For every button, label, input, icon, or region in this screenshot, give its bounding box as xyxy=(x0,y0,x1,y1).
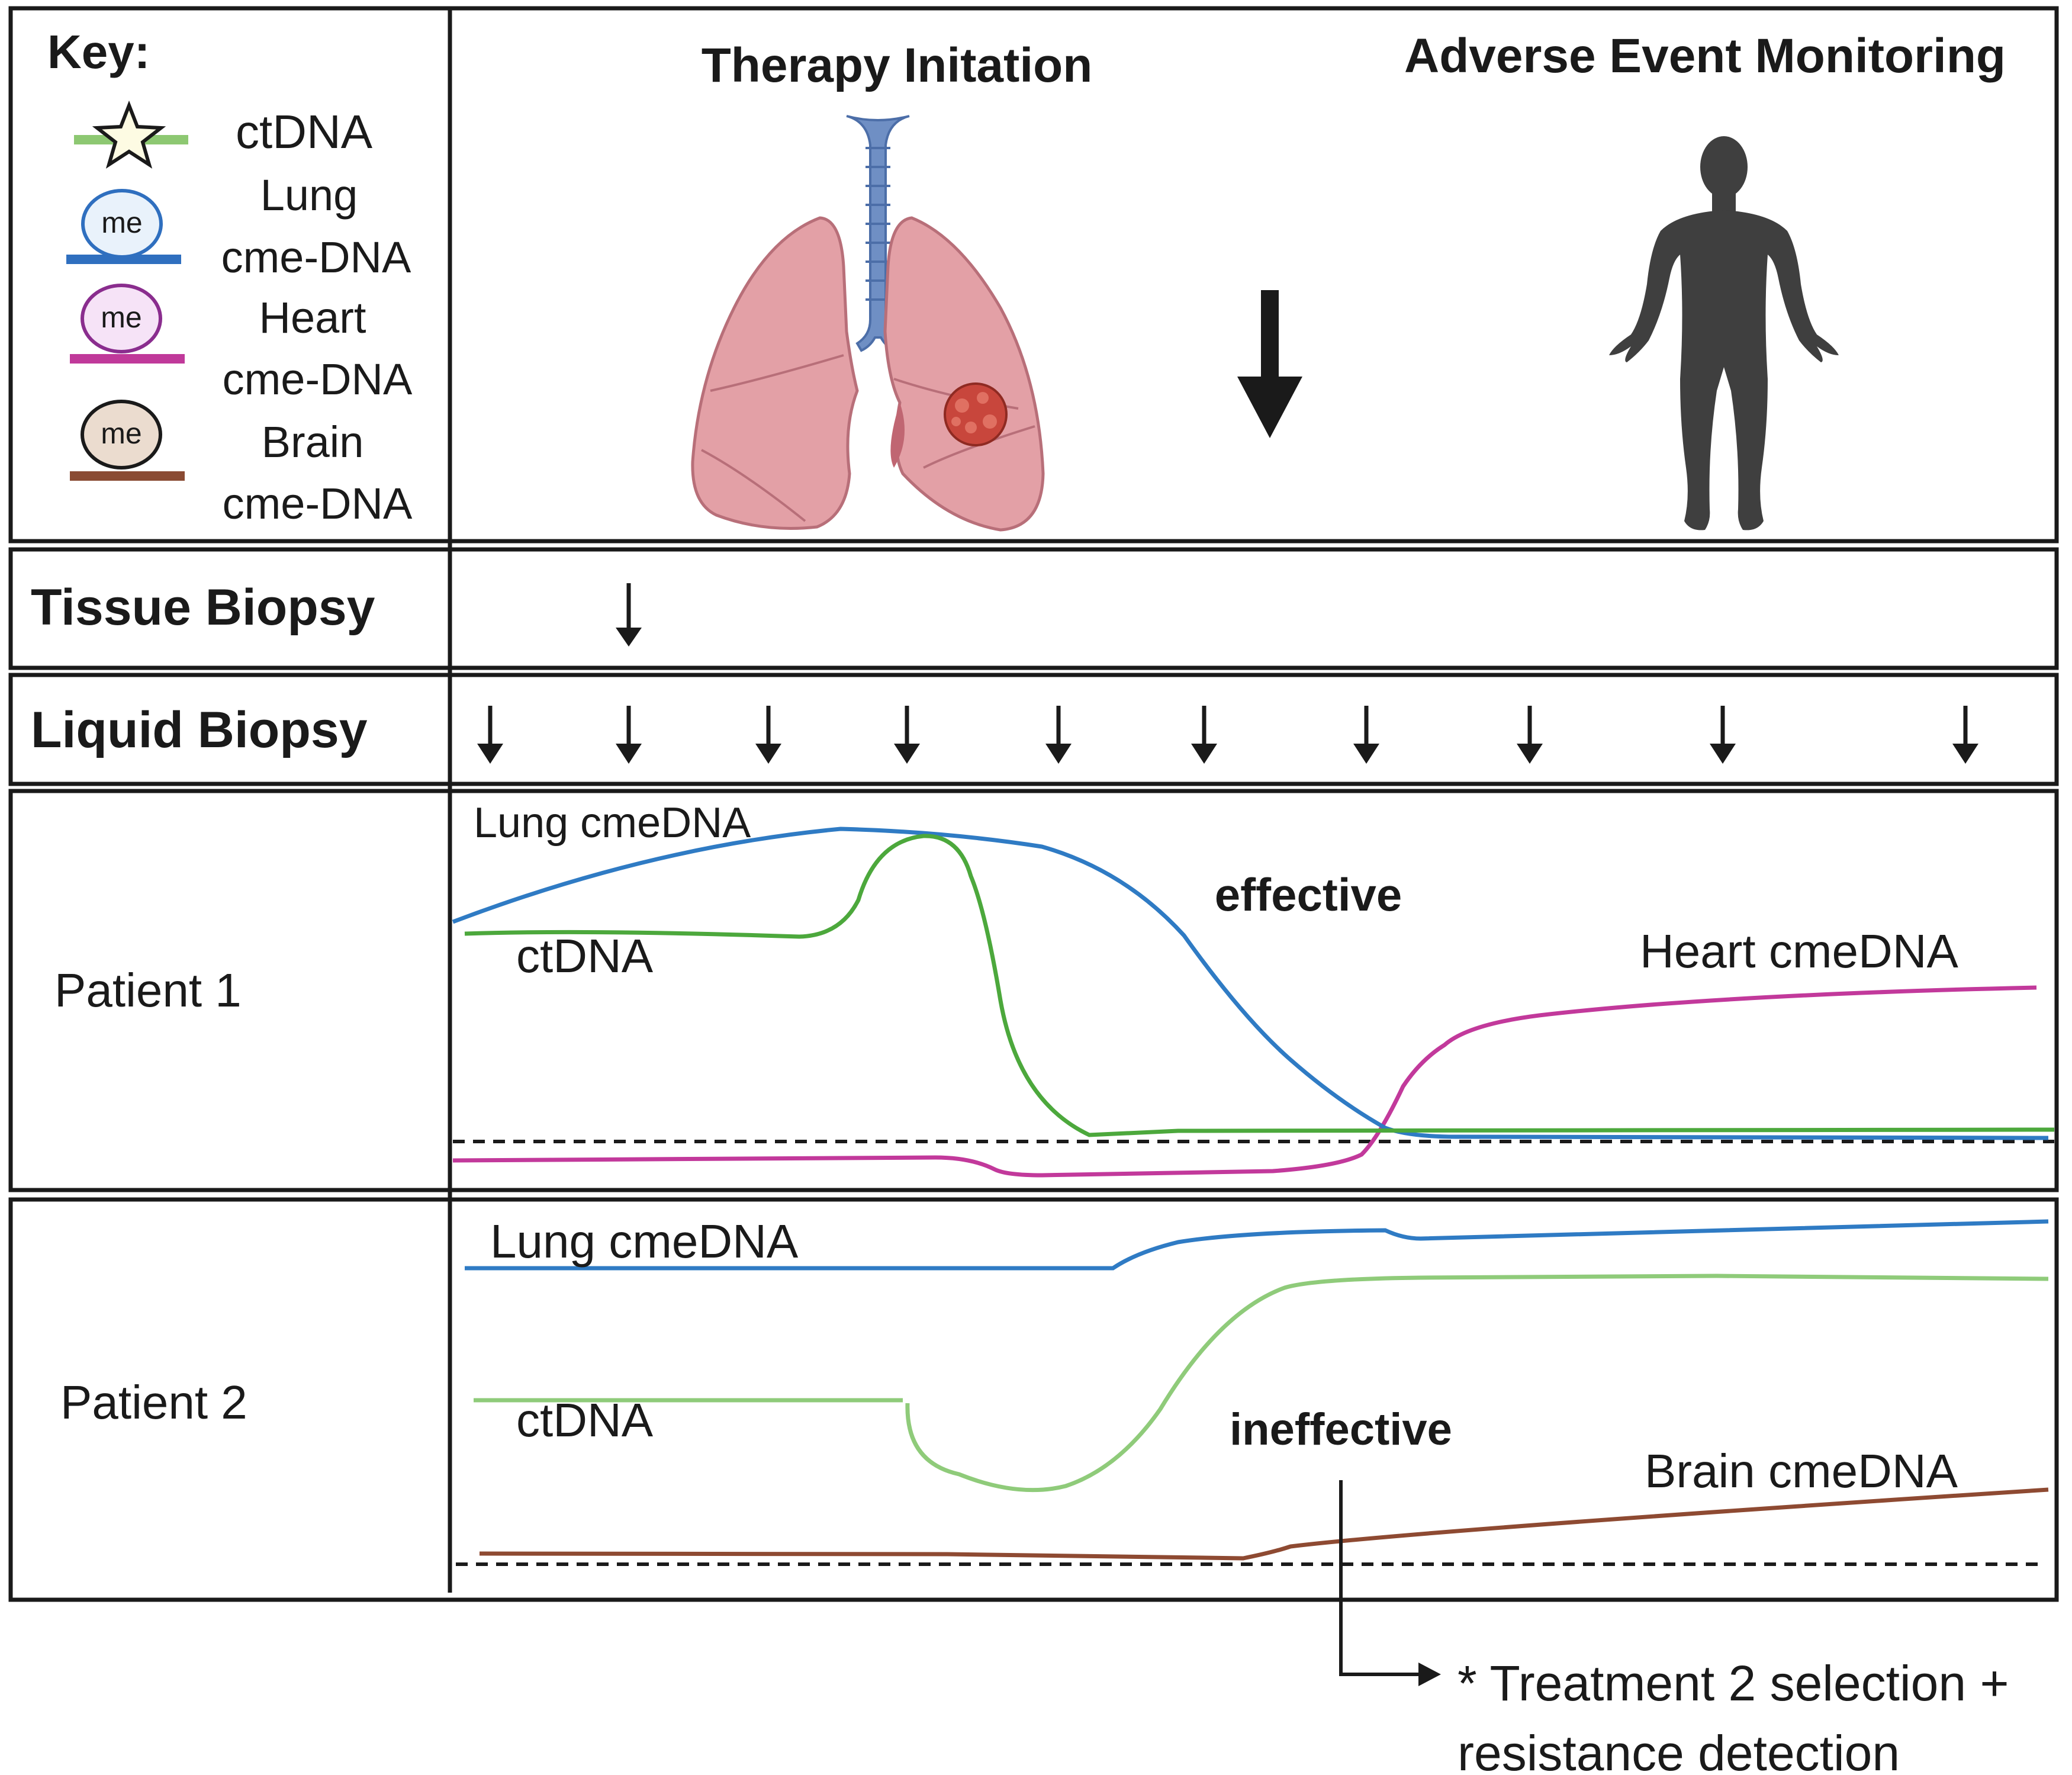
key-item-ctdna: ctDNA xyxy=(74,100,373,169)
heart-methylation-icon xyxy=(81,284,162,353)
key-label-heart-2: cme-DNA xyxy=(223,355,413,404)
key-title: Key: xyxy=(47,25,150,78)
key-label-brain-2: cme-DNA xyxy=(223,479,413,528)
tissue-biopsy-row-frame xyxy=(8,547,2059,670)
p2-outcome-label: ineffective xyxy=(1230,1404,1452,1455)
p1-lung-curve xyxy=(452,827,2049,1140)
p2-lung-curve xyxy=(465,1219,2049,1271)
liquid-biopsy-arrow xyxy=(1353,706,1379,764)
grid-frames xyxy=(8,6,2059,1602)
liquid-biopsy-label: Liquid Biopsy xyxy=(31,702,368,758)
p2-lung-label: Lung cmeDNA xyxy=(490,1215,799,1268)
patient1-label: Patient 1 xyxy=(54,964,242,1017)
key-label-lung-2: cme-DNA xyxy=(221,233,411,282)
brain-badge: me xyxy=(101,417,141,450)
lungs-with-tumor-icon xyxy=(691,115,1045,532)
liquid-biopsy-arrow xyxy=(894,706,920,764)
left-lung xyxy=(691,216,859,530)
patient2-row-frame xyxy=(8,1197,2059,1602)
connector-arrowhead xyxy=(1418,1663,1441,1686)
p2-brain-label: Brain cmeDNA xyxy=(1645,1445,1958,1497)
p2-brain-curve xyxy=(479,1487,2049,1561)
key-label-heart-1: Heart xyxy=(259,293,366,342)
lung-badge: me xyxy=(101,206,142,239)
liquid-biopsy-arrow xyxy=(755,706,781,764)
star-icon xyxy=(92,100,166,169)
human-silhouette-icon xyxy=(1609,136,1839,530)
liquid-biopsy-row-frame xyxy=(8,673,2059,786)
liquid-biopsy-arrow xyxy=(1191,706,1217,764)
top-panel-frame xyxy=(8,6,2059,544)
p1-heart-curve xyxy=(452,985,2037,1178)
key-item-brain: me Brain cme-DNA xyxy=(70,400,413,528)
patient2-plot: Lung cmeDNA ctDNA ineffective Brain cmeD… xyxy=(456,1215,2049,1566)
liquid-biopsy-arrow xyxy=(1952,706,1978,764)
header-panel: Therapy Initation Adverse Event Monitori… xyxy=(691,29,2006,532)
key-label-ctdna: ctDNA xyxy=(236,105,373,158)
patient1-plot: Lung cmeDNA ctDNA effective Heart cmeDNA xyxy=(452,799,2055,1178)
heart-badge: me xyxy=(101,301,141,334)
p1-ctdna-curve xyxy=(464,834,2055,1137)
brain-methylation-icon xyxy=(81,400,162,470)
tissue-biopsy-label: Tissue Biopsy xyxy=(31,579,375,636)
p1-outcome-label: effective xyxy=(1215,869,1402,921)
key-label-brain-1: Brain xyxy=(262,417,364,467)
liquid-biopsy-arrow xyxy=(477,706,503,764)
key-item-lung: me Lung cme-DNA xyxy=(66,171,411,282)
patient2-label: Patient 2 xyxy=(60,1376,247,1429)
treatment-connector xyxy=(1339,1480,1441,1686)
liquid-biopsy-arrows xyxy=(477,706,1978,764)
lung-methylation-icon xyxy=(81,189,163,259)
tumor xyxy=(944,382,1008,446)
p1-lung-label: Lung cmeDNA xyxy=(474,799,751,847)
p2-ctdna-label: ctDNA xyxy=(516,1394,654,1446)
footnote-line-2: resistance detection xyxy=(1458,1725,1900,1775)
footnote-line-1: * Treatment 2 selection + xyxy=(1458,1655,2009,1711)
adverse-event-label: Adverse Event Monitoring xyxy=(1404,29,2006,83)
p2-ctdna-curve-b xyxy=(905,1274,2049,1493)
liquid-biopsy-arrow xyxy=(616,706,642,764)
liquid-biopsy-arrow xyxy=(1710,706,1736,764)
liquid-biopsy-arrow xyxy=(1517,706,1543,764)
key-item-heart: me Heart cme-DNA xyxy=(70,284,413,404)
liquid-biopsy-arrow xyxy=(1045,706,1072,764)
key-label-lung-1: Lung xyxy=(260,171,358,220)
tissue-biopsy-arrow xyxy=(616,583,642,647)
therapy-initiation-label: Therapy Initation xyxy=(702,38,1093,92)
key-panel: Key: ctDNA me Lung cme-DNA me Heart cme-… xyxy=(47,25,413,528)
right-lung xyxy=(883,216,1045,532)
p1-ctdna-label: ctDNA xyxy=(516,930,654,982)
patient1-row-frame xyxy=(8,789,2059,1192)
down-arrow-icon xyxy=(1237,290,1302,438)
p1-heart-label: Heart cmeDNA xyxy=(1640,925,1959,977)
